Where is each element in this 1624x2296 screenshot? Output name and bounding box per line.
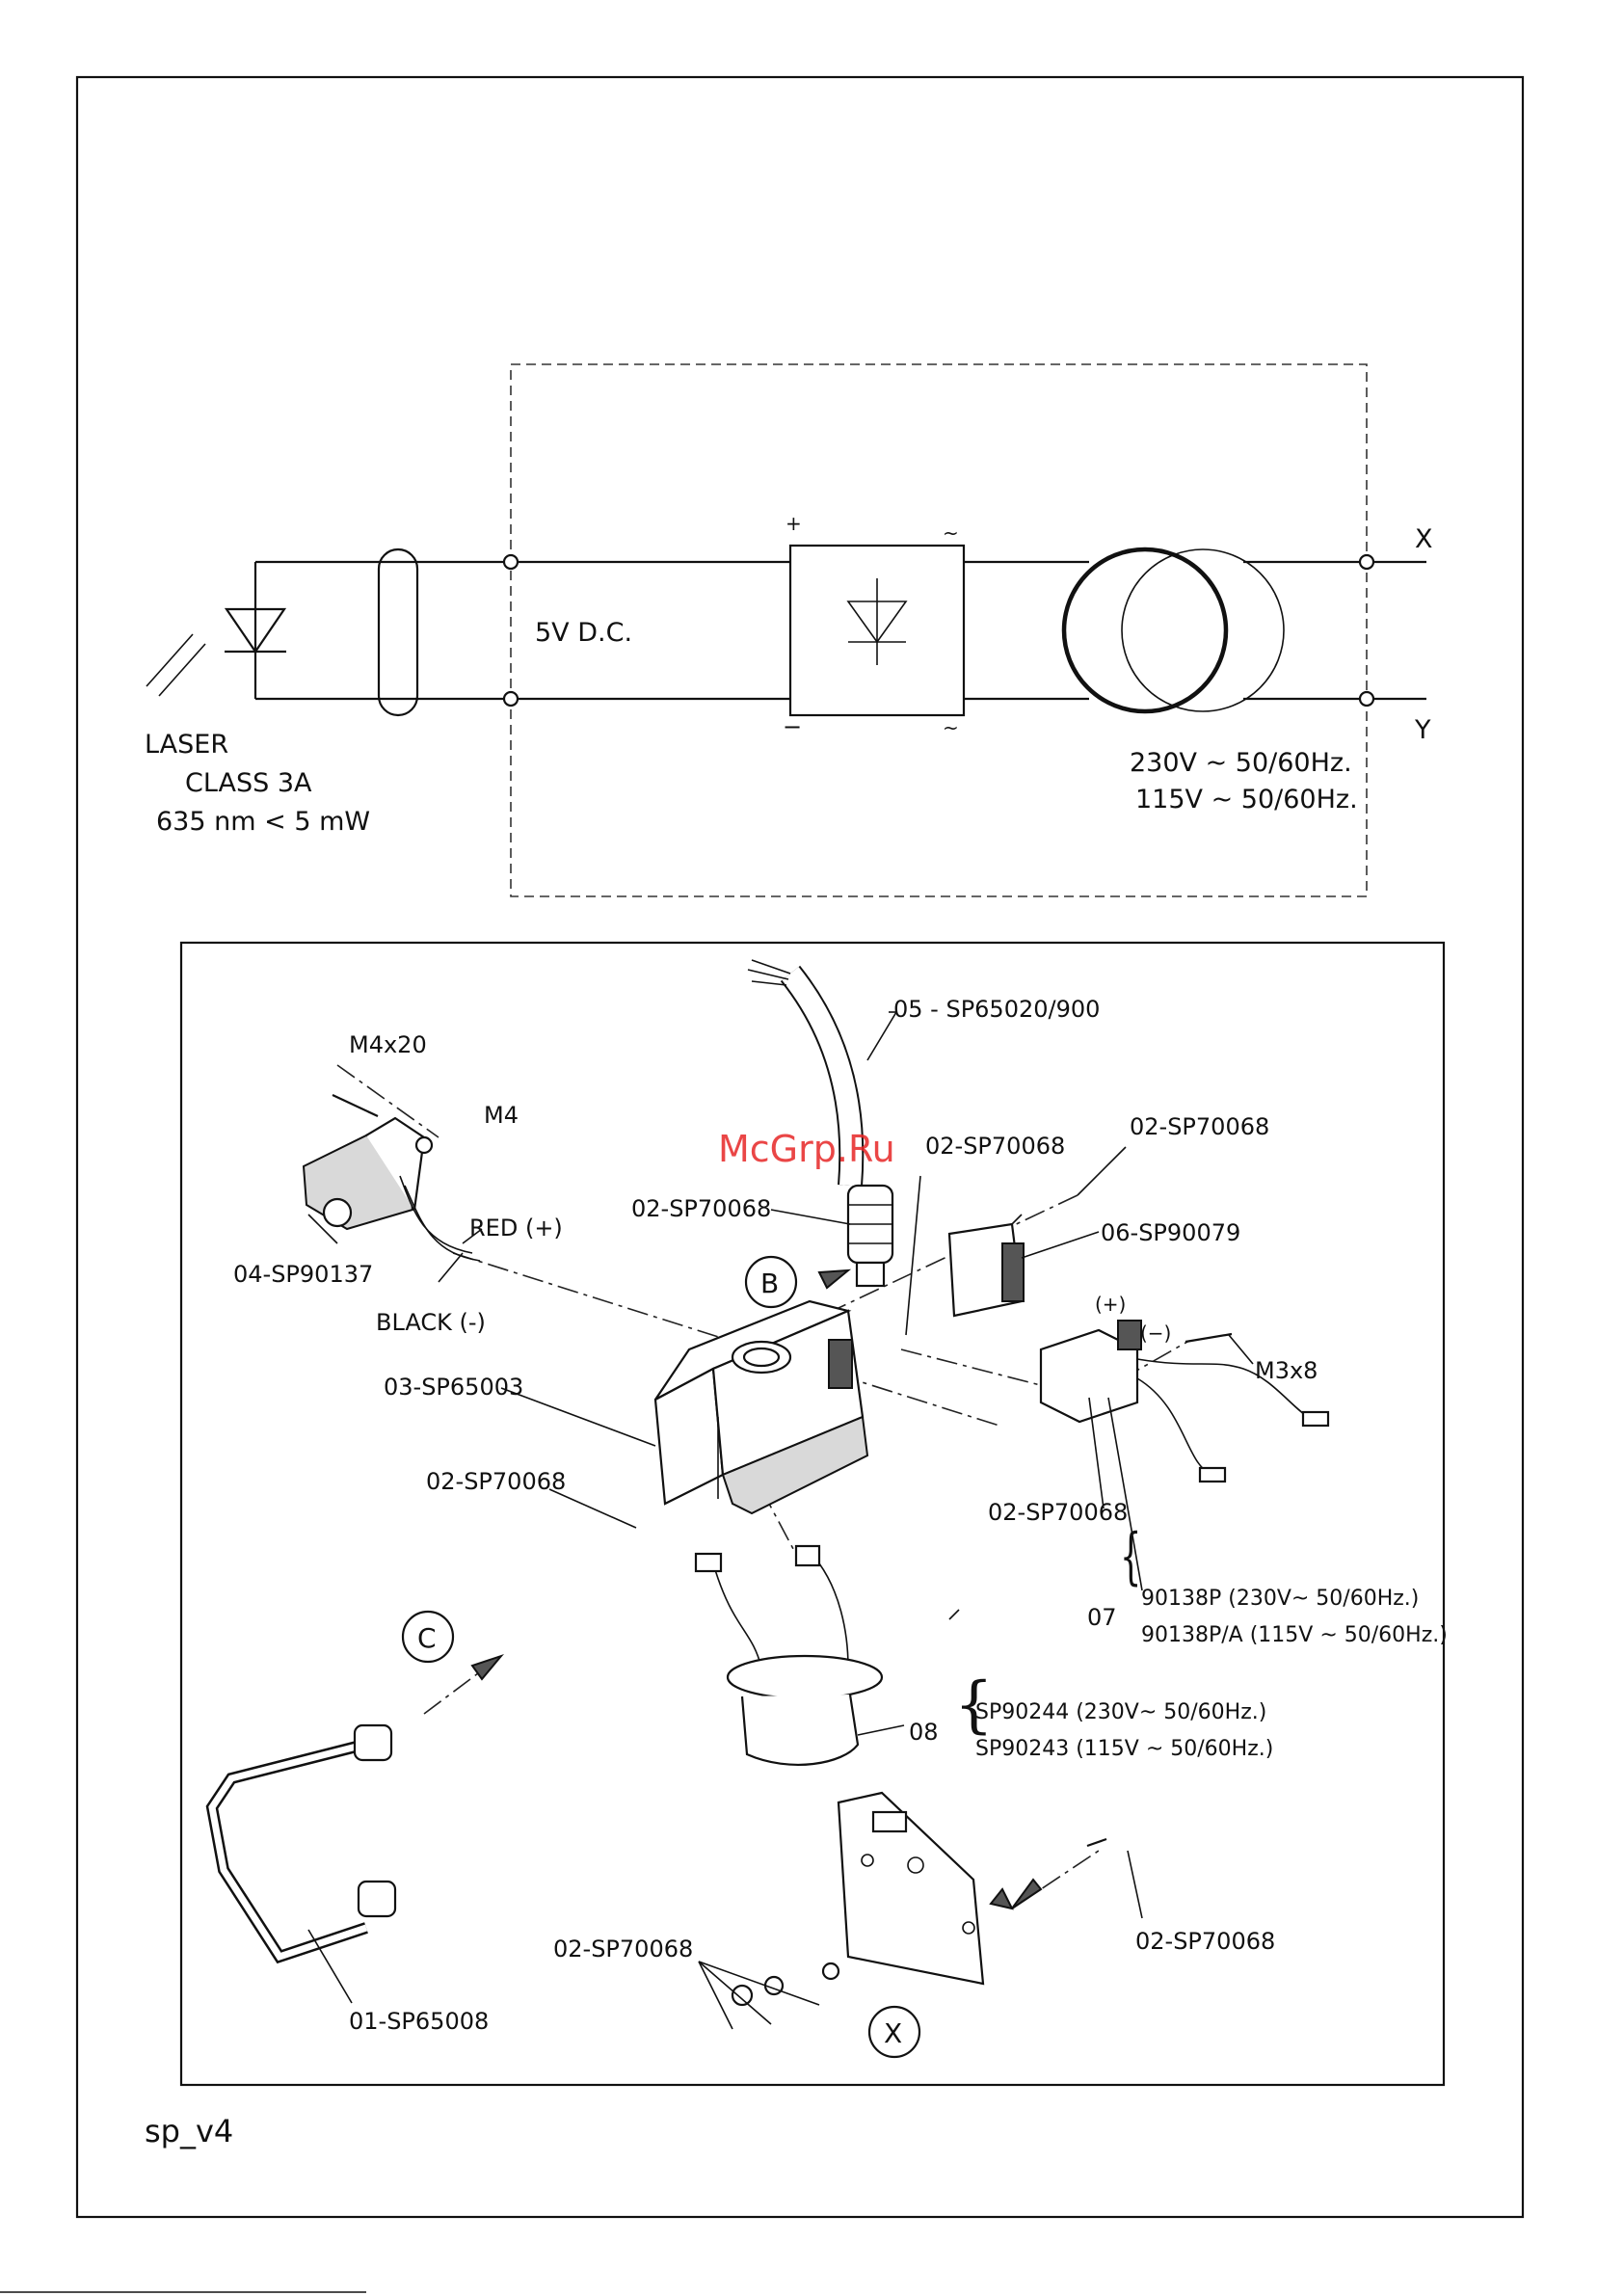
terminal-bottom-right bbox=[1358, 690, 1375, 707]
core-assembly-08 bbox=[694, 1544, 884, 1766]
label-part-07-115v: 90138P/A (115V ~ 50/60Hz.) bbox=[1141, 1623, 1448, 1647]
cable-sleeve bbox=[377, 547, 419, 717]
terminal-x-label: X bbox=[1415, 524, 1433, 554]
cable-assembly-05 bbox=[747, 959, 894, 1288]
view-c-label: C bbox=[417, 1622, 437, 1654]
enclosure-boundary bbox=[510, 363, 1368, 897]
brace-08: { bbox=[954, 1669, 994, 1741]
terminal-bottom-left bbox=[502, 690, 519, 707]
label-part-08-115v: SP90243 (115V ~ 50/60Hz.) bbox=[975, 1737, 1273, 1761]
label-part-06: 06-SP90079 bbox=[1101, 1219, 1240, 1246]
label-part-05: 05 - SP65020/900 bbox=[893, 996, 1100, 1023]
rectifier-diode-symbol bbox=[846, 578, 908, 665]
pipe-frame-01 bbox=[205, 1723, 397, 1964]
label-part-02-e: 02-SP70068 bbox=[988, 1499, 1128, 1526]
label-coil-minus: (−) bbox=[1140, 1322, 1171, 1345]
label-m3x8: M3x8 bbox=[1255, 1357, 1318, 1384]
label-part-03: 03-SP65003 bbox=[384, 1374, 523, 1401]
circuit-board-06 bbox=[947, 1214, 1025, 1318]
sheet-id: sp_v4 bbox=[145, 2113, 233, 2149]
label-part-02-g: 02-SP70068 bbox=[553, 1936, 693, 1962]
schematic: LASER CLASS 3A 635 nm < 5 mW 5V D.C. + −… bbox=[145, 363, 1433, 897]
coil-module-07 bbox=[1039, 1320, 1330, 1483]
rectifier-plus: + bbox=[785, 512, 802, 535]
laser-label-line2: CLASS 3A bbox=[185, 768, 312, 798]
view-b-label: B bbox=[760, 1268, 779, 1299]
laser-sensor-04 bbox=[302, 1094, 481, 1262]
label-red-wire: RED (+) bbox=[469, 1215, 563, 1241]
rectifier-box bbox=[788, 544, 966, 717]
watermark-text: McGrp.Ru bbox=[718, 1128, 895, 1170]
rectifier-ac-bottom: ~ bbox=[943, 716, 959, 739]
label-part-02-b: 02-SP70068 bbox=[1130, 1113, 1269, 1140]
rectifier-minus: − bbox=[783, 713, 802, 740]
label-part-07-230v: 90138P (230V~ 50/60Hz.) bbox=[1141, 1587, 1419, 1611]
label-m4: M4 bbox=[484, 1102, 519, 1129]
page-border bbox=[75, 75, 1525, 2219]
dc-voltage-label: 5V D.C. bbox=[535, 618, 632, 648]
label-part-08-230v: SP90244 (230V~ 50/60Hz.) bbox=[975, 1700, 1266, 1724]
supply-115v-label: 115V ~ 50/60Hz. bbox=[1135, 785, 1358, 814]
label-part-02-f: 02-SP70068 bbox=[1135, 1928, 1275, 1955]
label-black-wire: BLACK (-) bbox=[376, 1309, 486, 1336]
terminal-top-right bbox=[1358, 553, 1375, 571]
transformer-secondary-coil bbox=[1121, 548, 1285, 712]
arrow-view-c bbox=[470, 1653, 505, 1681]
laser-diode-symbol bbox=[146, 562, 287, 699]
brace-07: { bbox=[1120, 1521, 1141, 1592]
view-b-circle bbox=[744, 1255, 798, 1309]
supply-230v-label: 230V ~ 50/60Hz. bbox=[1130, 748, 1352, 778]
label-coil-plus: (+) bbox=[1095, 1293, 1126, 1316]
transformer-primary-coil bbox=[1061, 547, 1229, 714]
terminal-top-left bbox=[502, 553, 519, 571]
mounting-bracket bbox=[731, 1791, 1107, 2007]
arrow-bracket bbox=[989, 1887, 1014, 1910]
label-part-04: 04-SP90137 bbox=[233, 1261, 373, 1288]
view-x-circle bbox=[867, 2005, 921, 2059]
rectifier-ac-top: ~ bbox=[943, 521, 959, 545]
label-part-07: 07 bbox=[1087, 1604, 1117, 1631]
label-m4x20: M4x20 bbox=[349, 1031, 427, 1058]
view-x-label: X bbox=[884, 2017, 902, 2049]
label-part-02-c: 02-SP70068 bbox=[631, 1195, 771, 1222]
housing-03 bbox=[653, 1299, 869, 1515]
label-part-08: 08 bbox=[909, 1719, 939, 1746]
laser-label-line1: LASER bbox=[145, 730, 228, 760]
label-part-02-d: 02-SP70068 bbox=[426, 1468, 566, 1495]
terminal-y-label: Y bbox=[1414, 715, 1431, 745]
exploded-view: B C X McGrp.Ru 05 - SP65020/900 M4x20 M4 bbox=[179, 941, 1448, 2087]
view-c-circle bbox=[401, 1610, 455, 1664]
laser-label-line3: 635 nm < 5 mW bbox=[156, 807, 370, 837]
arrow-view-b bbox=[817, 1268, 852, 1290]
label-part-02-a: 02-SP70068 bbox=[925, 1133, 1065, 1160]
exploded-view-frame bbox=[179, 941, 1446, 2087]
label-part-01: 01-SP65008 bbox=[349, 2008, 489, 2035]
